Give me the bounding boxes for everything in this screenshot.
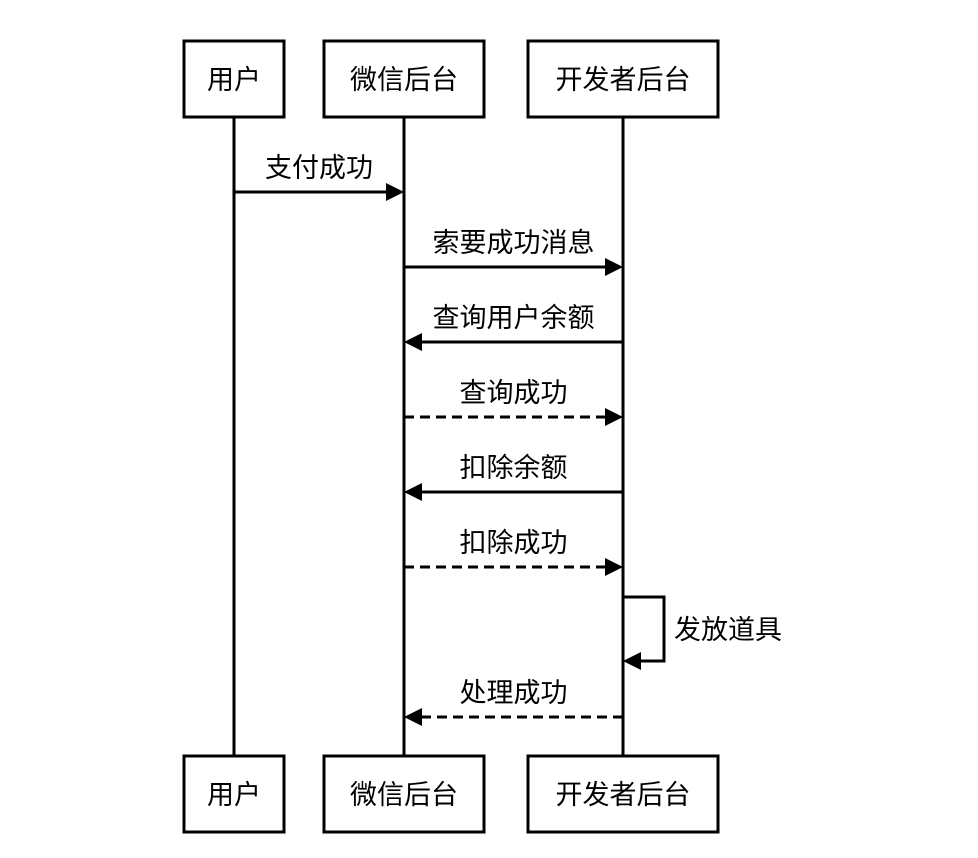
message-7: 发放道具 xyxy=(623,595,782,670)
lifelines xyxy=(232,117,625,756)
actor-label: 用户 xyxy=(207,65,261,96)
message-6: 扣除成功 xyxy=(404,528,623,576)
message-1: 支付成功 xyxy=(234,153,404,201)
message-label: 处理成功 xyxy=(460,678,568,709)
arrowhead xyxy=(404,708,422,726)
actor-dev-bottom: 开发者后台 xyxy=(526,754,720,834)
message-label: 发放道具 xyxy=(674,615,782,646)
actor-label: 微信后台 xyxy=(350,780,458,811)
actor-box xyxy=(526,39,720,119)
message-8: 处理成功 xyxy=(404,678,623,726)
arrowhead xyxy=(404,483,422,501)
arrowhead xyxy=(605,408,623,426)
actor-box xyxy=(182,39,286,119)
actor-user-bottom: 用户 xyxy=(182,754,286,834)
message-5: 扣除余额 xyxy=(404,453,623,501)
actor-label: 微信后台 xyxy=(350,65,458,96)
actor-user-top: 用户 xyxy=(182,39,286,119)
message-label: 支付成功 xyxy=(265,153,373,184)
arrowhead xyxy=(404,333,422,351)
actor-dev-top: 开发者后台 xyxy=(526,39,720,119)
message-2: 索要成功消息 xyxy=(404,228,623,276)
message-line xyxy=(623,595,666,663)
message-label: 扣除余额 xyxy=(460,453,568,484)
actor-box xyxy=(526,754,720,834)
arrowhead xyxy=(605,258,623,276)
actor-box xyxy=(322,754,486,834)
message-label: 查询成功 xyxy=(460,378,568,409)
actor-box xyxy=(182,754,286,834)
arrowhead xyxy=(386,183,404,201)
actor-wechat-bottom: 微信后台 xyxy=(322,754,486,834)
arrowhead xyxy=(605,558,623,576)
actor-label: 开发者后台 xyxy=(556,780,691,811)
arrowhead xyxy=(623,652,641,670)
actor-label: 用户 xyxy=(207,780,261,811)
message-3: 查询用户余额 xyxy=(404,303,623,351)
actor-label: 开发者后台 xyxy=(556,65,691,96)
actor-box xyxy=(322,39,486,119)
actor-wechat-top: 微信后台 xyxy=(322,39,486,119)
message-label: 扣除成功 xyxy=(460,528,568,559)
message-label: 索要成功消息 xyxy=(433,228,595,259)
message-label: 查询用户余额 xyxy=(433,303,595,334)
message-4: 查询成功 xyxy=(404,378,623,426)
